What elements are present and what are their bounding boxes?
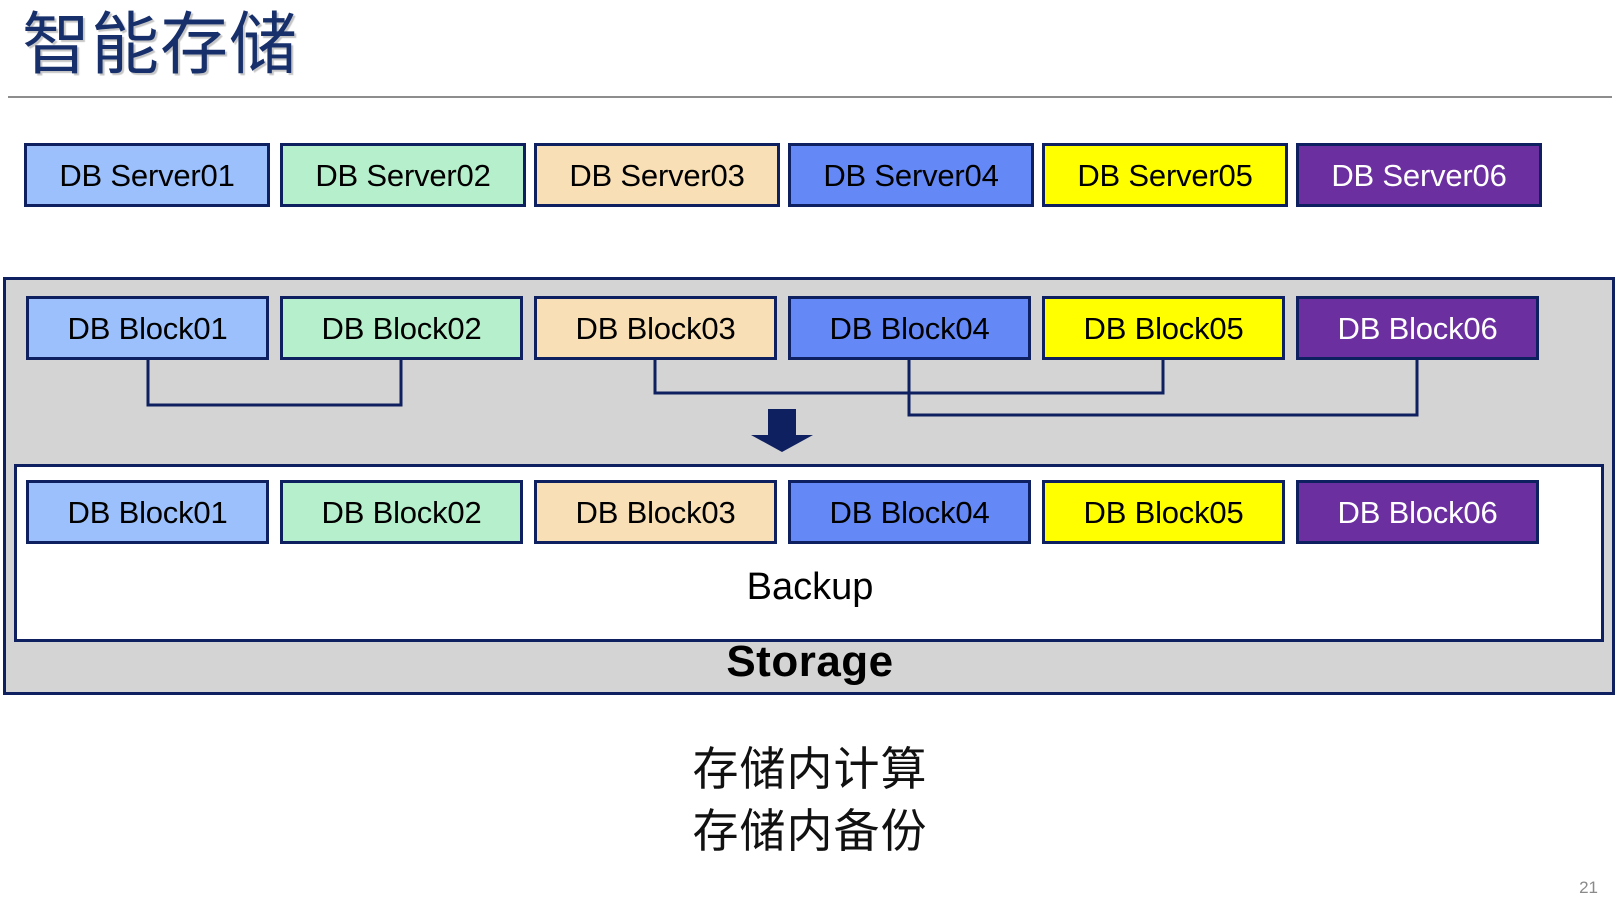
db-server-box-1[interactable]: DB Server01: [24, 143, 270, 207]
db-block-box-label: DB Block01: [67, 310, 228, 346]
db-block-box-6[interactable]: DB Block06: [1296, 296, 1539, 360]
caption-block: 存储内计算 存储内备份: [0, 738, 1620, 862]
db-block-box-label: DB Block02: [321, 310, 482, 346]
db-block-backup-box-5[interactable]: DB Block05: [1042, 480, 1285, 544]
db-server-box-3[interactable]: DB Server03: [534, 143, 780, 207]
db-server-box-label: DB Server01: [59, 157, 235, 193]
db-server-box-4[interactable]: DB Server04: [788, 143, 1034, 207]
db-block-backup-box-label: DB Block01: [67, 494, 228, 530]
title-divider: [8, 96, 1612, 98]
db-block-box-label: DB Block03: [575, 310, 736, 346]
db-block-backup-box-3[interactable]: DB Block03: [534, 480, 777, 544]
caption-line-2: 存储内备份: [692, 805, 928, 857]
storage-label: Storage: [726, 637, 894, 686]
db-block-backup-box-label: DB Block02: [321, 494, 482, 530]
db-block-box-label: DB Block06: [1337, 310, 1498, 346]
page-title: 智能存储: [22, 7, 299, 83]
db-server-box-5[interactable]: DB Server05: [1042, 143, 1288, 207]
db-block-backup-box-2[interactable]: DB Block02: [280, 480, 523, 544]
db-block-backup-box-label: DB Block06: [1337, 494, 1498, 530]
db-server-box-2[interactable]: DB Server02: [280, 143, 526, 207]
db-block-box-5[interactable]: DB Block05: [1042, 296, 1285, 360]
backup-label: Backup: [746, 566, 874, 608]
db-block-box-2[interactable]: DB Block02: [280, 296, 523, 360]
caption-line-1: 存储内计算: [692, 743, 928, 795]
db-server-box-label: DB Server04: [823, 157, 999, 193]
db-server-box-label: DB Server02: [315, 157, 491, 193]
db-block-backup-box-4[interactable]: DB Block04: [788, 480, 1031, 544]
db-block-backup-box-label: DB Block05: [1083, 494, 1244, 530]
db-block-box-label: DB Block04: [829, 310, 990, 346]
db-block-box-4[interactable]: DB Block04: [788, 296, 1031, 360]
db-server-box-6[interactable]: DB Server06: [1296, 143, 1542, 207]
db-server-box-label: DB Server05: [1077, 157, 1253, 193]
db-block-backup-box-1[interactable]: DB Block01: [26, 480, 269, 544]
db-block-backup-box-6[interactable]: DB Block06: [1296, 480, 1539, 544]
db-block-box-label: DB Block05: [1083, 310, 1244, 346]
db-server-box-label: DB Server03: [569, 157, 745, 193]
db-block-backup-box-label: DB Block04: [829, 494, 990, 530]
page-number: 21: [1579, 878, 1598, 897]
db-block-backup-box-label: DB Block03: [575, 494, 736, 530]
db-block-box-1[interactable]: DB Block01: [26, 296, 269, 360]
db-block-box-3[interactable]: DB Block03: [534, 296, 777, 360]
db-server-box-label: DB Server06: [1331, 157, 1507, 193]
